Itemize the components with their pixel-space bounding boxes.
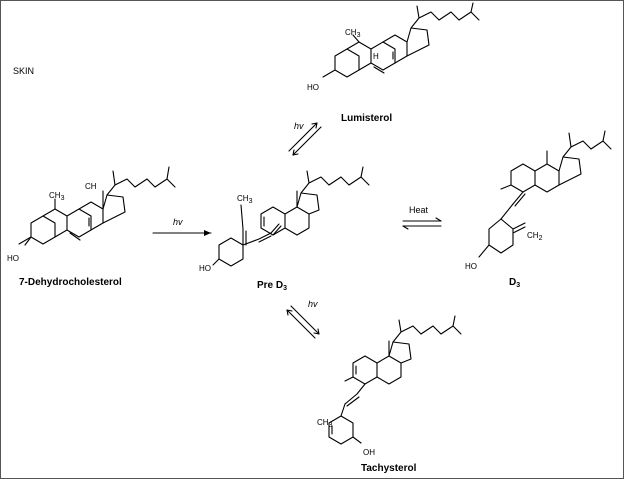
arrow-pre-tachysterol — [286, 305, 320, 339]
arrow-pre-lumisterol — [288, 122, 322, 156]
lumisterol-ch3-label: CH3 — [345, 28, 361, 39]
d3-ho-label: HO — [465, 262, 477, 271]
svg-text:CH3: CH3 — [49, 191, 65, 202]
heat-label: Heat — [409, 205, 429, 215]
tachysterol-structure — [328, 315, 462, 445]
lumisterol-label: Lumisterol — [341, 113, 392, 124]
ch3-label: CH — [49, 191, 61, 200]
pre-d3-ho-label: HO — [199, 264, 211, 273]
region-label: SKIN — [13, 66, 34, 76]
arrow-dehydro-to-pre — [152, 230, 212, 236]
ho-label: HO — [7, 254, 19, 263]
lumisterol-structure — [322, 2, 480, 78]
tachysterol-oh-label: OH — [363, 448, 375, 457]
hv-label-1: hv — [173, 217, 183, 227]
arrow-pre-d3-heat — [402, 217, 442, 230]
pre-d3-ch3-label: CH3 — [237, 194, 253, 205]
tachysterol-ch3-label: CH3 — [317, 418, 333, 429]
tachysterol-label: Tachysterol — [361, 463, 417, 474]
dehydrocholesterol-label: 7-Dehydrocholesterol — [19, 277, 122, 288]
hv-label-2: hv — [294, 121, 304, 131]
dehydrocholesterol-structure — [18, 166, 176, 246]
hv-label-3: hv — [308, 299, 318, 309]
ch2-label: CH2 — [527, 231, 543, 242]
pre-d3-label: Pre D3 — [257, 280, 287, 292]
lumisterol-ho-label: HO — [307, 83, 319, 92]
d3-structure — [478, 130, 612, 258]
lumisterol-h-label: H — [373, 52, 379, 61]
ch3-label-2: CH — [85, 182, 97, 191]
pre-d3-structure — [212, 166, 370, 267]
d3-label: D3 — [509, 277, 520, 289]
